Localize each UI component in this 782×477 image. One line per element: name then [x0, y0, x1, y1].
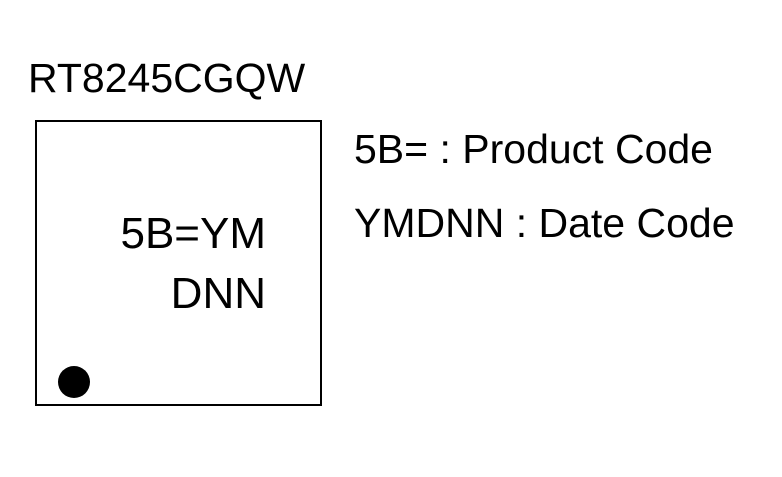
chip-marking-line-1: 5B=YM	[120, 209, 266, 258]
chip-marking-line-2: DNN	[170, 269, 266, 318]
pin1-indicator-dot	[58, 366, 90, 398]
part-number-label: RT8245CGQW	[28, 55, 306, 101]
chip-package-outline: 5B=YM DNN	[35, 120, 322, 406]
legend-date-code: YMDNN : Date Code	[354, 200, 735, 246]
legend-product-code: 5B= : Product Code	[354, 126, 713, 172]
